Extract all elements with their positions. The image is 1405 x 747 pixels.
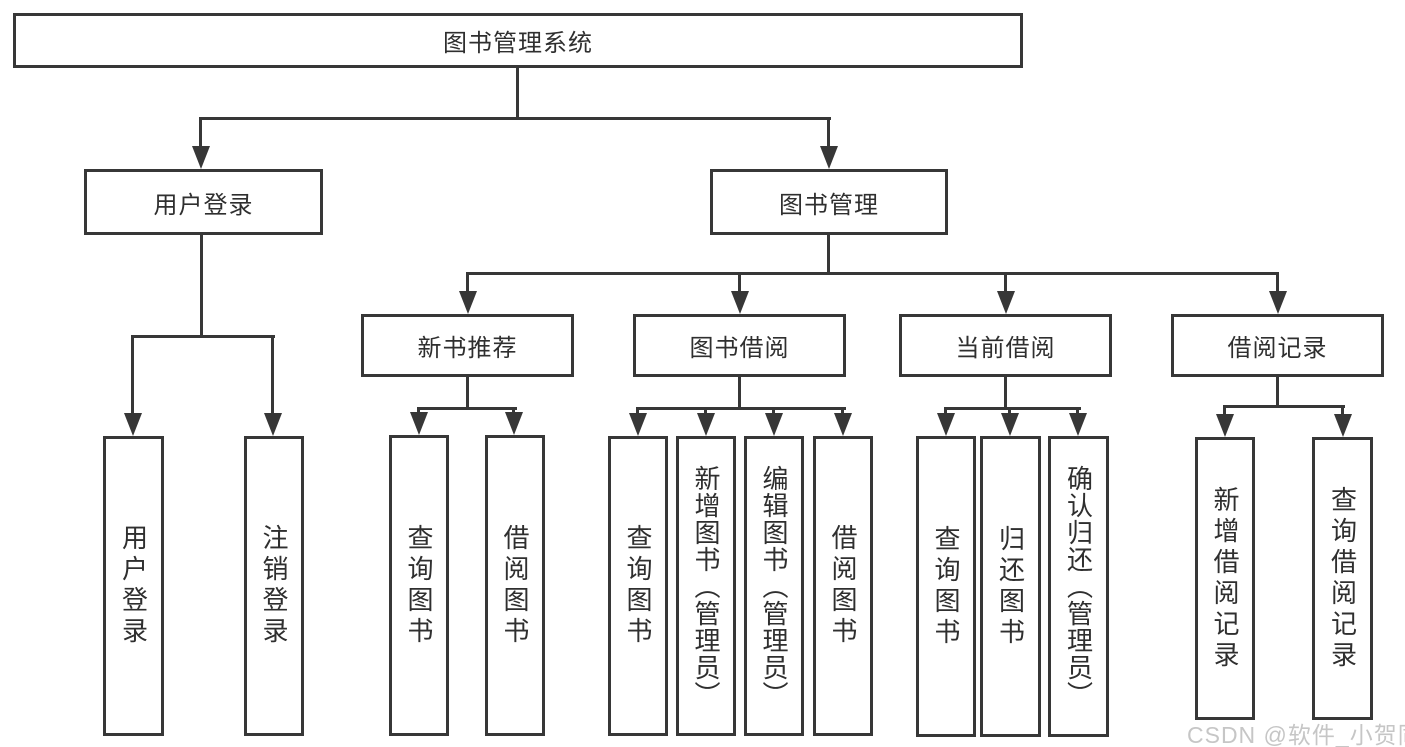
leaf-add-book-admin: 新增图书（管理员） bbox=[676, 436, 736, 736]
arrow-down-icon bbox=[264, 335, 282, 436]
leaf-logout: 注销登录 bbox=[244, 436, 304, 736]
arrow-down-icon bbox=[697, 407, 715, 436]
arrow-down-icon bbox=[124, 335, 142, 436]
node-book-borrow: 图书借阅 bbox=[633, 314, 846, 377]
node-book-management: 图书管理 bbox=[710, 169, 948, 235]
arrow-down-icon bbox=[1269, 272, 1287, 314]
leaf-query-books-current: 查询图书 bbox=[916, 436, 976, 737]
connector-book-borrow-bar bbox=[637, 407, 846, 410]
leaf-query-books-borrow: 查询图书 bbox=[608, 436, 668, 736]
leaf-add-borrow-record: 新增借阅记录 bbox=[1195, 437, 1255, 720]
arrow-down-icon bbox=[997, 272, 1015, 314]
arrow-down-icon bbox=[410, 407, 428, 435]
connector-records-stem bbox=[1276, 375, 1279, 408]
arrow-down-icon bbox=[1069, 407, 1087, 436]
arrow-down-icon bbox=[937, 407, 955, 436]
connector-current-borrow-stem bbox=[1004, 375, 1007, 410]
arrow-down-icon bbox=[820, 117, 838, 169]
node-user-login: 用户登录 bbox=[84, 169, 323, 235]
leaf-user-login: 用户登录 bbox=[103, 436, 164, 736]
connector-book-mgmt-stem bbox=[827, 232, 830, 275]
arrow-down-icon bbox=[834, 407, 852, 436]
arrow-down-icon bbox=[731, 272, 749, 314]
leaf-confirm-return-admin: 确认归还（管理员） bbox=[1048, 436, 1109, 737]
node-root-system: 图书管理系统 bbox=[13, 13, 1023, 68]
leaf-borrow-books-2: 借阅图书 bbox=[813, 436, 873, 736]
leaf-query-books: 查询图书 bbox=[389, 435, 449, 736]
leaf-return-books: 归还图书 bbox=[980, 436, 1041, 737]
connector-book-mgmt-bar bbox=[466, 272, 1279, 275]
watermark-text: CSDN @软件_小贺同学 bbox=[1187, 722, 1405, 747]
connector-user-login-stem bbox=[200, 232, 203, 338]
arrow-down-icon bbox=[459, 272, 477, 314]
leaf-edit-book-admin: 编辑图书（管理员） bbox=[744, 436, 804, 736]
arrow-down-icon bbox=[1001, 407, 1019, 436]
arrow-down-icon bbox=[765, 407, 783, 436]
connector-root-branch-bar bbox=[200, 117, 831, 120]
connector-new-book-bar bbox=[418, 407, 517, 410]
node-current-borrow: 当前借阅 bbox=[899, 314, 1112, 377]
connector-root-stem bbox=[516, 66, 519, 119]
node-borrow-records: 借阅记录 bbox=[1171, 314, 1384, 377]
leaf-borrow-books: 借阅图书 bbox=[485, 435, 545, 736]
leaf-query-borrow-record: 查询借阅记录 bbox=[1312, 437, 1373, 720]
arrow-down-icon bbox=[1216, 405, 1234, 437]
connector-current-borrow-bar bbox=[944, 407, 1081, 410]
connector-user-login-bar bbox=[132, 335, 275, 338]
connector-book-borrow-stem bbox=[738, 375, 741, 410]
arrow-down-icon bbox=[1334, 405, 1352, 437]
connector-new-book-stem bbox=[466, 375, 469, 410]
arrow-down-icon bbox=[505, 407, 523, 435]
node-new-book-recommend: 新书推荐 bbox=[361, 314, 574, 377]
arrow-down-icon bbox=[192, 117, 210, 169]
arrow-down-icon bbox=[629, 407, 647, 436]
connector-records-bar bbox=[1224, 405, 1345, 408]
